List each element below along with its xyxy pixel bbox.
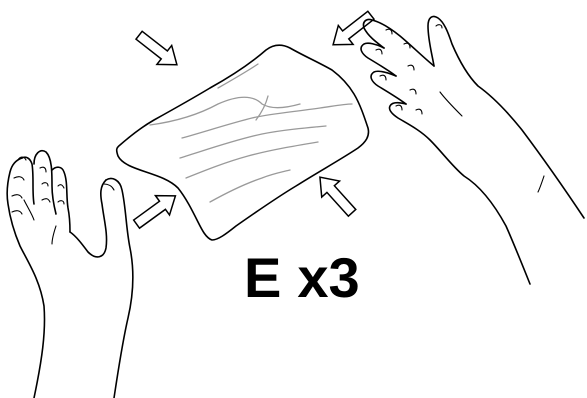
step-letter: E (244, 246, 281, 309)
repeat-count: x3 (297, 246, 359, 309)
right-hand-icon (361, 16, 584, 284)
arrow-top-right-icon (326, 6, 379, 54)
arrow-bottom-left-icon (130, 186, 183, 234)
left-hand-icon (7, 151, 133, 398)
arrow-bottom-right-icon (311, 169, 361, 221)
arrow-top-left-icon (132, 26, 185, 74)
